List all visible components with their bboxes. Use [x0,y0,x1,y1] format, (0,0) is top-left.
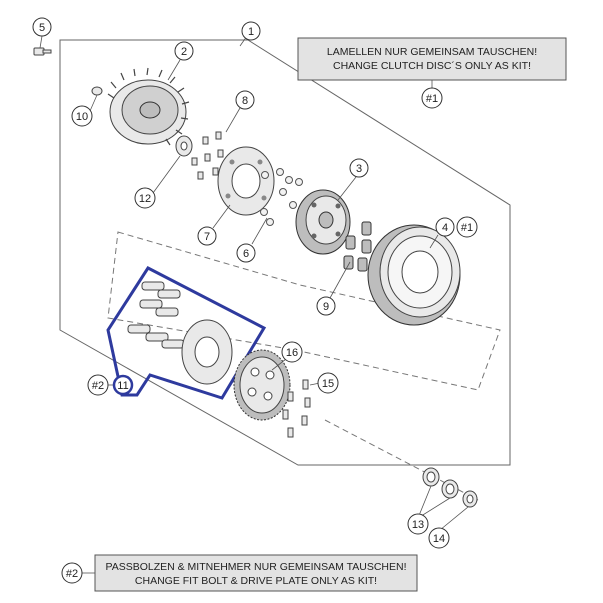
note-fit-bolt: PASSBOLZEN & MITNEHMER NUR GEMEINSAM TAU… [94,554,418,592]
note-box [297,37,567,81]
part-washer-10 [91,86,103,96]
svg-text:1: 1 [248,26,254,38]
svg-text:3: 3 [356,163,362,175]
callout-11: 11 [112,374,134,396]
ref-marker-1-part4: #1 [456,216,478,238]
svg-text:2: 2 [181,46,187,58]
part-washers-13 [422,467,459,499]
part-gear [233,349,291,421]
callout-9: 9 [316,296,336,316]
part-clutch-basket [107,67,190,146]
ref-marker-2-note: #2 [61,562,83,584]
svg-text:#1: #1 [461,222,473,234]
svg-text:8: 8 [242,95,248,107]
callout-12: 12 [134,187,156,209]
part-clutch-disc-kit [367,224,461,326]
drive-plate-group-outline [107,231,501,391]
svg-text:4: 4 [442,222,448,234]
svg-text:10: 10 [76,111,88,123]
part-balls-6 [260,168,303,226]
ref-marker-2-part11: #2 [87,374,109,396]
part-washer-12 [175,135,193,157]
callout-6: 6 [236,243,256,263]
highlight-outline [106,266,267,400]
ref-marker-1-top: #1 [421,87,443,109]
callout-14: 14 [428,527,450,549]
svg-text:#2: #2 [92,380,104,392]
callout-10: 10 [71,105,93,127]
callout-7: 7 [197,226,217,246]
svg-text:9: 9 [323,301,329,313]
note-clutch-discs: LAMELLEN NUR GEMEINSAM TAUSCHEN! CHANGE … [297,37,567,81]
callout-16: 16 [281,341,303,363]
note-line-english: CHANGE FIT BOLT & DRIVE PLATE ONLY AS KI… [135,575,377,587]
callout-1: 1 [241,21,261,41]
svg-text:15: 15 [322,378,334,390]
part-bolts-8 [191,131,234,180]
svg-text:14: 14 [433,533,445,545]
callout-4: 4 [435,217,455,237]
part-screws-15 [282,379,311,438]
part-fit-bolts-drive-plate [106,266,267,400]
callout-15: 15 [317,372,339,394]
leader-lines [39,35,469,531]
callout-8: 8 [235,90,255,110]
svg-text:7: 7 [204,231,210,243]
part-bolt-5 [33,47,52,56]
svg-text:#2: #2 [66,568,78,580]
part-clutch-hub [295,189,351,255]
part-washer-14 [462,490,478,508]
callout-13: 13 [407,513,429,535]
callout-3: 3 [349,158,369,178]
svg-text:#1: #1 [426,93,438,105]
part-springs-9 [343,221,372,272]
svg-text:16: 16 [286,347,298,359]
svg-text:13: 13 [412,519,424,531]
note-line-german: LAMELLEN NUR GEMEINSAM TAUSCHEN! [327,46,537,58]
svg-text:6: 6 [243,248,249,260]
svg-text:12: 12 [139,193,151,205]
note-line-german: PASSBOLZEN & MITNEHMER NUR GEMEINSAM TAU… [105,561,406,573]
svg-text:11: 11 [117,380,128,392]
part-pressure-plate [217,146,275,216]
svg-text:5: 5 [39,22,45,34]
callout-2: 2 [174,41,194,61]
callout-5: 5 [32,17,52,37]
note-line-english: CHANGE CLUTCH DISC´S ONLY AS KIT! [333,60,531,72]
